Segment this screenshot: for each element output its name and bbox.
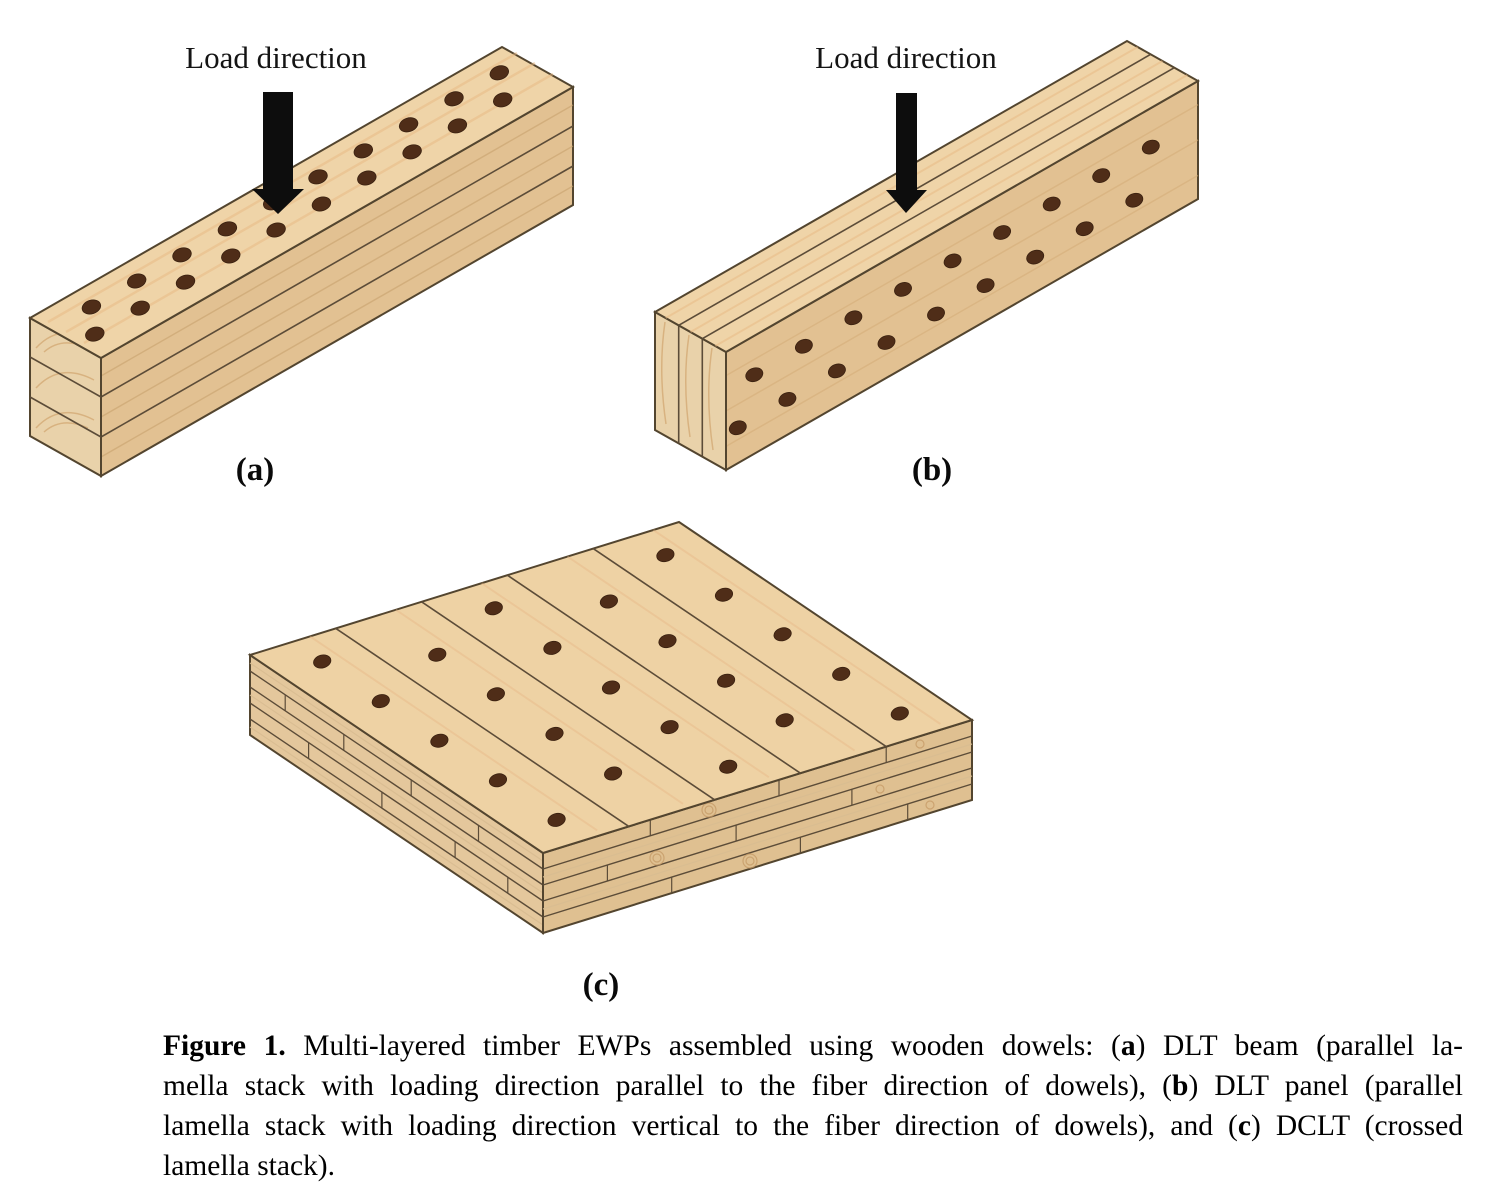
caption-line: lamella stack with loading direction ver…: [163, 1110, 1463, 1142]
dowel: [976, 278, 995, 293]
dowel: [660, 720, 679, 735]
dowel: [172, 247, 192, 263]
dowel: [313, 654, 332, 669]
caption-line: mella stack with loading direction paral…: [163, 1070, 1464, 1102]
beam-b-end-grain: [660, 321, 714, 451]
caption-line: Figure 1. Multi-layered timber EWPs asse…: [163, 1030, 1463, 1062]
dowel: [398, 117, 419, 133]
slab-right-ring-grain: [649, 739, 935, 869]
arrow-shaft: [263, 92, 293, 189]
beam-b-end-lamella-joints: [677, 325, 704, 457]
panel-a-beam: [27, 45, 576, 478]
caption-line: lamella stack).: [163, 1150, 336, 1182]
beam-a-side-grain: [100, 104, 574, 458]
slab-left-endgrain-ticks: [284, 694, 509, 894]
dowel: [371, 694, 390, 709]
dowel: [217, 221, 238, 237]
dowel: [1141, 139, 1160, 155]
beam-b-dowel-pattern: [728, 139, 1160, 436]
arrow-head: [886, 190, 927, 213]
dowel: [308, 169, 328, 185]
dowel: [430, 733, 449, 748]
arrow-shaft: [896, 93, 917, 190]
dowel: [175, 274, 196, 290]
slab-left-grain: [249, 662, 544, 926]
dowel: [493, 92, 513, 108]
dowel: [484, 601, 503, 616]
dowel: [844, 310, 863, 326]
panel-a-load-arrow: [252, 92, 304, 214]
dowel: [794, 338, 813, 354]
dowel: [489, 65, 509, 81]
beam-a-top-face: [27, 45, 576, 360]
dowel: [827, 363, 846, 379]
dowel: [719, 759, 738, 774]
dowel: [775, 713, 794, 728]
dowel: [894, 282, 912, 297]
dowel: [547, 812, 566, 827]
panel-b-beam: [652, 39, 1201, 472]
dowel: [927, 306, 945, 322]
dowel: [447, 118, 468, 134]
slab-right-board-dividers: [606, 746, 909, 894]
arrow-head: [252, 189, 304, 214]
dowel: [486, 687, 505, 702]
dowel: [488, 773, 508, 788]
slab-left-layer-lines: [249, 670, 544, 918]
dowel: [543, 640, 562, 655]
dowel: [444, 91, 464, 107]
panel-c-slab: [247, 520, 975, 935]
dowel: [127, 273, 147, 289]
dowel: [832, 666, 851, 681]
dowel: [266, 222, 286, 238]
dowel: [943, 253, 962, 269]
dowel: [728, 420, 747, 436]
dowel: [658, 634, 677, 649]
beam-b-side-grain: [725, 103, 1199, 448]
dowel: [1026, 249, 1045, 265]
panel-b-label: (b): [912, 452, 952, 488]
figure-illustration: Load direction (a): [27, 39, 1201, 1003]
dowel: [357, 170, 377, 186]
dowel: [353, 143, 373, 159]
panel-a-label: (a): [236, 452, 274, 488]
dowel: [402, 144, 422, 160]
dowel: [1042, 196, 1061, 212]
panel-b-load-direction-label: Load direction: [815, 40, 997, 75]
dowel: [714, 587, 734, 602]
beam-a-side-lamella-joints: [100, 125, 574, 438]
slab-top-grain: [309, 529, 941, 832]
dowel: [81, 299, 102, 315]
dowel: [601, 680, 621, 695]
dowel: [545, 726, 564, 741]
slab-right-layer-lines: [542, 735, 973, 918]
slab-right-grain: [542, 743, 973, 910]
figure-caption: Figure 1. Multi-layered timber EWPs asse…: [163, 1026, 1463, 1184]
dowel: [778, 392, 797, 407]
dowel: [604, 766, 623, 781]
slab-top-plank-joints: [335, 547, 887, 828]
dowel: [311, 196, 332, 212]
dowel: [773, 627, 792, 642]
dowel: [221, 248, 241, 264]
dowel: [877, 335, 896, 350]
dowel: [656, 548, 675, 563]
dowel: [1125, 192, 1144, 208]
panel-a-load-direction-label: Load direction: [185, 40, 367, 75]
dowel: [717, 673, 736, 688]
dowel: [1075, 221, 1094, 237]
dowel: [890, 706, 909, 721]
slab-dowel-pattern: [313, 548, 909, 827]
dowel: [745, 367, 764, 383]
dowel: [993, 225, 1012, 240]
dowel: [1092, 168, 1111, 183]
beam-a-end-lamella-joints: [29, 356, 102, 438]
panel-b-load-arrow: [886, 93, 927, 213]
dowel: [428, 647, 447, 662]
dowel: [130, 300, 150, 316]
panel-c-label: (c): [583, 967, 620, 1003]
dowel: [599, 594, 618, 609]
dowel: [85, 326, 105, 342]
beam-a-dowel-pattern: [81, 65, 513, 342]
